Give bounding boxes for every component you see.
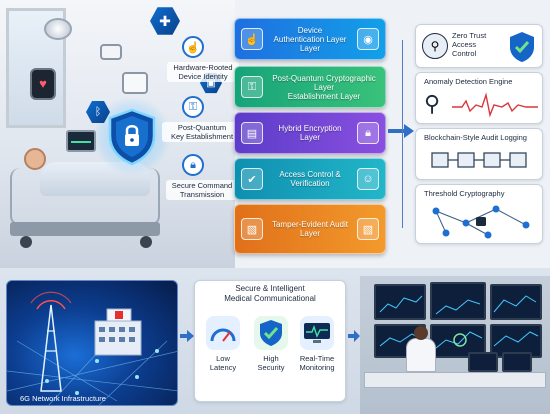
card-anomaly-detection: Anomaly Detection Engine ⚲ [415,72,543,124]
layer-device-authentication: ☝ Device Authentication Layer Layer ◉ [234,18,386,60]
key-icon: ⚿ [182,96,204,118]
monitor-pulse-icon [300,316,334,350]
fingerprint-icon: ☝ [241,28,263,50]
patient-icon [24,148,46,170]
blockchain-icon [431,152,527,168]
shield-check-icon [254,316,288,350]
dashboard-graphs-icon [379,295,539,349]
ceiling-camera-icon [100,44,122,60]
flow-arrow-icon [388,124,414,138]
fingerprint-icon: ◉ [357,28,379,50]
card-blockchain-logging: Blockchain-Style Audit Logging [415,128,543,180]
layer-hybrid-encryption: ▤ Hybrid Encryption Layer 🔒︎ [234,112,386,154]
layer-tamper-evident-audit: ▧ Tamper-Evident Audit Layer ▧ [234,204,386,254]
pq-key-establishment-text: Post-Quantum Key Establishment [170,123,234,141]
layer-title: Device Authentication Layer Layer [273,25,347,53]
magnifier-icon: ⚲ [424,91,441,116]
hardware-rooted-identity-label: Hardware-Rooted Device Identity [167,62,239,82]
hardware-rooted-identity-text: Hardware-Rooted Device Identity [173,63,233,81]
threshold-network-icon [432,205,530,239]
layer-title: Hybrid Encryption Layer [278,124,342,142]
zero-trust-icon: ⚲ [422,33,448,59]
card-title: Blockchain-Style Audit Logging [424,133,527,142]
cube-icon: ▧ [357,218,379,240]
6g-tower-icon [7,291,177,405]
operator-head [414,326,428,340]
key-icon: ⚿ [241,76,263,98]
metric-label-security: High Security [257,354,285,372]
network-caption: 6G Network Infrastructure [20,394,106,403]
ops-screen [430,282,486,320]
bluetooth-hex-icon: ᛒ [86,100,110,124]
lock-icon: 🔒︎ [182,154,204,176]
card-title: Threshold Cryptography [424,189,505,198]
flow-arrow-icon [180,330,194,342]
layer-title: Tamper-Evident Audit Layer [271,220,349,238]
desk-monitor [468,352,498,372]
metric-label-monitoring: Real-Time Monitoring [299,354,335,372]
ops-screen [490,284,542,320]
hospital-bed [10,168,160,226]
ops-screen [374,284,426,320]
speedometer-icon [206,316,240,350]
security-shield-icon [108,108,156,166]
cube-icon: ▧ [241,218,263,240]
pq-key-establishment-label: Post-Quantum Key Establishment [162,122,242,142]
layer-title: Post-Quantum Cryptographic Layer Establi… [272,73,376,101]
metric-label-latency: Low Latency [209,354,237,372]
secure-command-label: Secure Command Transmission [166,180,238,200]
network-infrastructure-panel [6,280,178,406]
bed-frame [10,222,160,236]
shield-check-icon: ✔ [241,168,263,190]
card-zero-trust: ⚲ Zero Trust Access Control [415,24,543,68]
flow-arrow-icon [348,330,360,342]
bed-wheel-icon [140,236,152,248]
user-check-icon: ☺ [357,168,379,190]
shield-check-icon [510,32,534,62]
card-title: Anomaly Detection Engine [424,77,513,86]
layer-access-control: ✔ Access Control & Verification ☺ [234,158,386,200]
wall-medical-device-icon [122,72,148,94]
desk-monitor [502,352,532,372]
ceiling-lamp [44,18,72,40]
layer-post-quantum-cryptographic: ⚿ Post-Quantum Cryptographic Layer Estab… [234,66,386,108]
ops-desk [364,372,546,388]
operations-center-illustration [360,276,550,414]
operator-icon [406,338,436,372]
lock-icon: 🔒︎ [357,122,379,144]
card-threshold-cryptography: Threshold Cryptography [415,184,543,244]
mid-panel-title: Secure & Intelligent Medical Communicati… [224,284,316,303]
right-bracket-connector [402,40,414,228]
secure-command-text: Secure Command Transmission [171,181,233,199]
lock-icon: ▤ [241,122,263,144]
card-title: Zero Trust Access Control [452,31,487,58]
anomaly-signal-icon [452,92,538,118]
fingerprint-icon: ☝ [182,36,204,58]
smartwatch-icon: ♥ [30,68,56,100]
layer-title: Access Control & Verification [279,170,341,188]
bed-wheel-icon [20,236,32,248]
medical-device-hex-icon: ✚ [150,7,180,35]
